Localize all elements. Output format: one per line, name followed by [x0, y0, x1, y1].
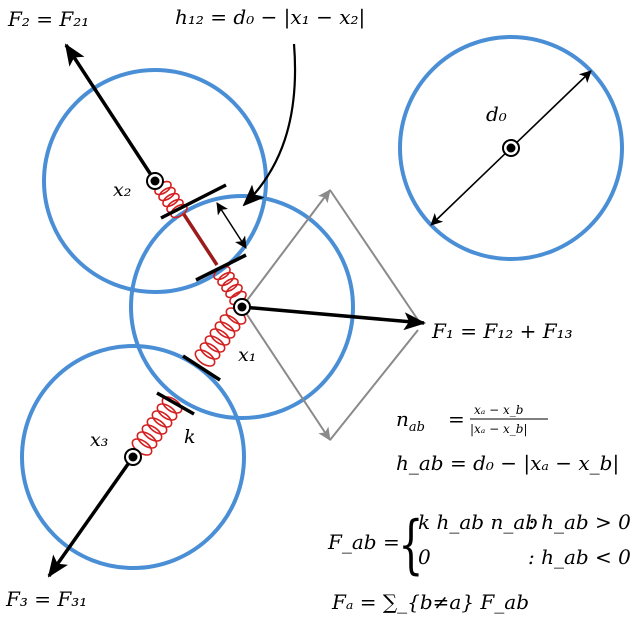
label-h12: h₁₂ = d₀ − |x₁ − x₂|	[175, 5, 365, 30]
spring-1-2	[213, 265, 247, 306]
svg-text:nab: nab	[396, 407, 425, 435]
h12-pointer	[242, 43, 297, 207]
spring-1-3	[194, 307, 247, 367]
label-f1: F₁ = F₁₂ + F₁₃	[431, 319, 573, 343]
svg-text:=: =	[448, 407, 465, 431]
equation-h-ab: h_ab = d₀ − |xₐ − x_b|	[396, 451, 619, 476]
svg-text:{: {	[398, 507, 423, 582]
contact-ticks	[156, 183, 247, 416]
label-d0: d₀	[486, 102, 507, 126]
equation-force-a: Fₐ = ∑_{b≠a} F_ab	[331, 590, 529, 614]
svg-text:k h_ab n_ab: k h_ab n_ab	[418, 510, 538, 534]
overlap-bar	[181, 212, 219, 266]
svg-text:0: 0	[418, 545, 431, 569]
force-arrow-2	[64, 43, 157, 182]
particle-2-circle	[42, 68, 268, 294]
label-f3: F₃ = F₃₁	[5, 587, 87, 611]
particle-centers	[124, 139, 520, 466]
reference-circle	[398, 35, 624, 261]
label-x3: x₃	[90, 429, 108, 451]
force-construction	[241, 189, 419, 441]
label-x1: x₁	[238, 344, 256, 366]
force-arrow-1	[241, 305, 426, 331]
equation-force-ab: F_ab = { k h_ab n_ab : h_ab > 0 0 : h_ab…	[327, 507, 631, 582]
svg-text:: h_ab < 0: : h_ab < 0	[528, 545, 631, 569]
label-x2: x₂	[113, 179, 131, 201]
svg-text:: h_ab > 0: : h_ab > 0	[528, 510, 631, 534]
force-arrow-3	[47, 455, 135, 578]
label-f2: F₂ = F₂₁	[7, 7, 89, 31]
label-k: k	[184, 426, 196, 448]
svg-text:F_ab =: F_ab =	[327, 530, 400, 554]
svg-text:|xₐ − x_b|: |xₐ − x_b|	[470, 422, 528, 436]
particle-1-circle	[129, 194, 355, 420]
svg-text:xₐ − x_b: xₐ − x_b	[474, 403, 523, 417]
particle-3-circle	[20, 344, 246, 570]
equation-normal: nab = xₐ − x_b |xₐ − x_b|	[396, 403, 548, 436]
overlap-measure-arrow	[216, 202, 247, 249]
